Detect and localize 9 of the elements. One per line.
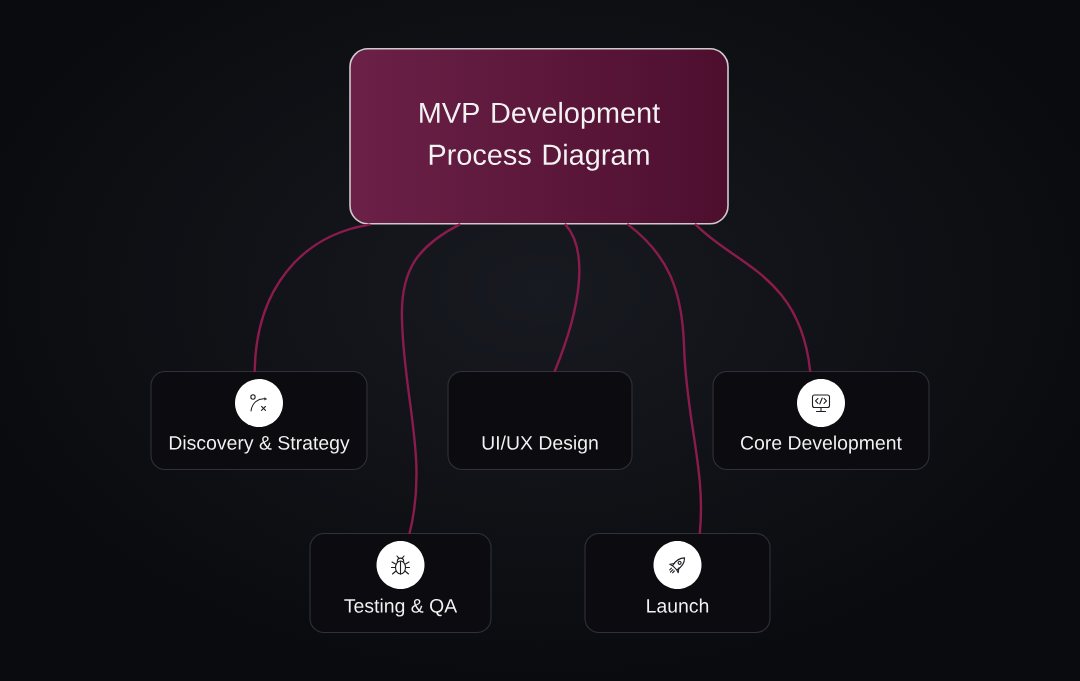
step-box: UI/UX Design (447, 371, 633, 471)
connector-line (694, 223, 812, 373)
connector-line (400, 223, 461, 535)
connector-line (627, 223, 703, 535)
step-box: Discovery & Strategy (150, 371, 368, 471)
connector-line (253, 223, 371, 373)
connector-line (553, 223, 581, 373)
title-box: MVP Development Process Diagram (349, 48, 729, 225)
step-box: Core Development (712, 371, 930, 471)
